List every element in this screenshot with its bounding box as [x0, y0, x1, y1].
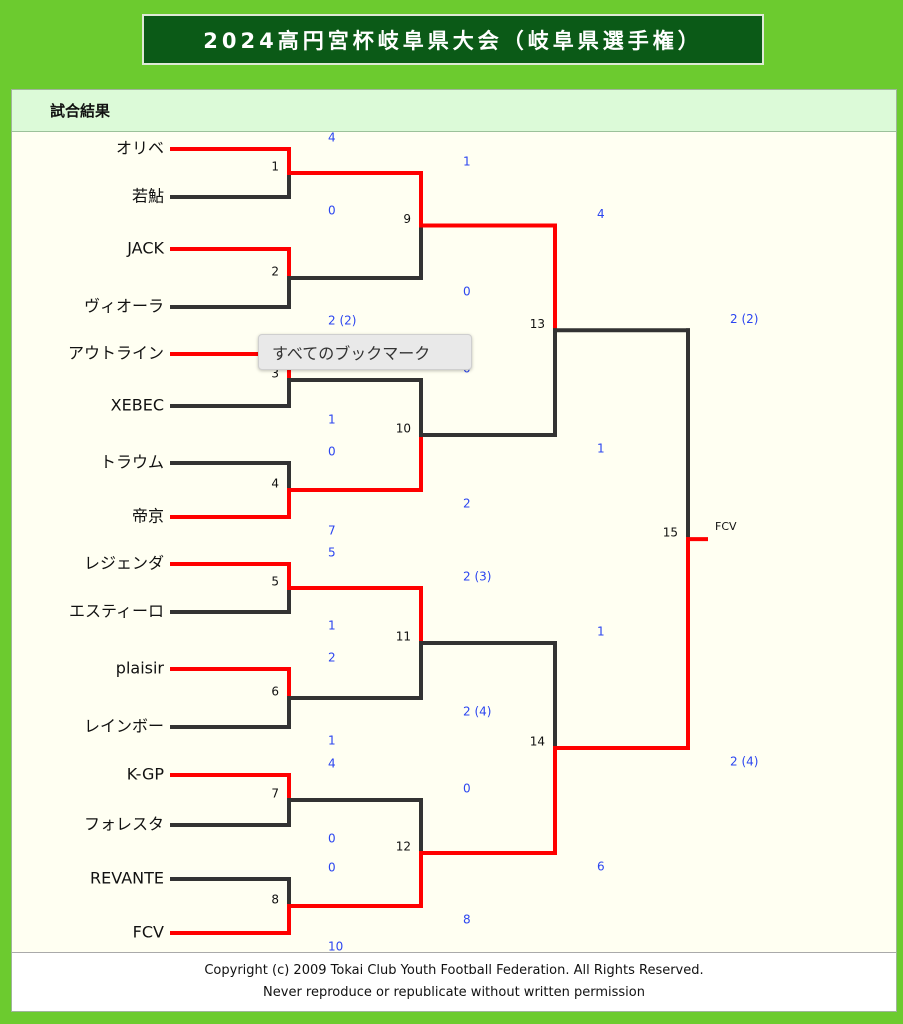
permission-text: Never reproduce or republicate without w… — [263, 985, 645, 1000]
score-label: 4 — [328, 131, 336, 145]
score-label: 0 — [328, 861, 336, 875]
copyright-text: Copyright (c) 2009 Tokai Club Youth Foot… — [204, 963, 704, 978]
match-number: 12 — [396, 840, 411, 854]
team-name: K-GP — [127, 765, 165, 784]
match-number: 8 — [271, 893, 279, 907]
score-label: 7 — [328, 524, 336, 538]
team-name: アウトライン — [68, 344, 164, 363]
team-name: JACK — [126, 239, 164, 258]
score-label: 0 — [328, 445, 336, 459]
team-name: FCV — [133, 923, 164, 942]
score-label: 4 — [597, 207, 605, 221]
team-name: 若鮎 — [132, 187, 164, 206]
match-number: 10 — [396, 422, 411, 436]
bookmark-tooltip: すべてのブックマーク — [258, 334, 472, 370]
score-label: 10 — [328, 940, 343, 953]
score-label: 5 — [328, 546, 336, 560]
team-name: REVANTE — [90, 869, 164, 888]
score-label: 1 — [597, 625, 605, 639]
team-name: 帝京 — [132, 507, 164, 526]
match-number: 7 — [271, 787, 279, 801]
team-name: オリベ — [116, 139, 164, 158]
match-number: 9 — [403, 212, 411, 226]
score-label: 0 — [463, 285, 471, 299]
team-name: XEBEC — [111, 396, 164, 415]
footer: Copyright (c) 2009 Tokai Club Youth Foot… — [12, 952, 896, 1011]
team-name: エスティーロ — [69, 602, 164, 621]
section-header: 試合結果 — [12, 90, 896, 132]
score-label: 2 — [463, 497, 471, 511]
score-label: 1 — [328, 413, 336, 427]
score-label: 2 (4) — [463, 705, 491, 719]
score-label: 4 — [328, 757, 336, 771]
score-label: 0 — [328, 832, 336, 846]
match-number: 6 — [271, 685, 279, 699]
champion-label: FCV — [715, 520, 737, 533]
score-label: 6 — [597, 860, 605, 874]
score-label: 2 (2) — [328, 314, 356, 328]
match-number: 5 — [271, 575, 279, 589]
score-label: 0 — [328, 204, 336, 218]
match-number: 4 — [271, 477, 279, 491]
match-number: 11 — [396, 630, 411, 644]
score-label: 1 — [328, 734, 336, 748]
match-number: 13 — [530, 317, 545, 331]
team-name: レジェンダ — [84, 554, 164, 573]
team-name: ヴィオーラ — [84, 297, 164, 316]
score-label: 1 — [328, 619, 336, 633]
score-label: 1 — [463, 155, 471, 169]
team-name: フォレスタ — [84, 815, 164, 834]
match-number: 15 — [663, 526, 678, 540]
score-label: 8 — [463, 913, 471, 927]
score-label: 2 (2) — [730, 312, 758, 326]
match-number: 1 — [271, 160, 279, 174]
match-number: 2 — [271, 265, 279, 279]
score-label: 2 (4) — [730, 755, 758, 769]
score-label: 1 — [597, 442, 605, 456]
match-number: 14 — [530, 735, 545, 749]
results-panel: 試合結果 オリベ若鮎 JACK ヴィオーラアウトライン XEBEC トラウム帝京レジェン… — [11, 89, 897, 1012]
score-label: 2 (3) — [463, 570, 491, 584]
match-number: 3 — [271, 367, 279, 381]
team-name: レインボー — [84, 717, 164, 736]
score-label: 2 — [328, 651, 336, 665]
team-name: トラウム — [100, 453, 164, 472]
score-label: 0 — [463, 782, 471, 796]
page-title: 2024高円宮杯岐阜県大会（岐阜県選手権） — [142, 14, 764, 65]
team-name: plaisir — [116, 659, 165, 678]
